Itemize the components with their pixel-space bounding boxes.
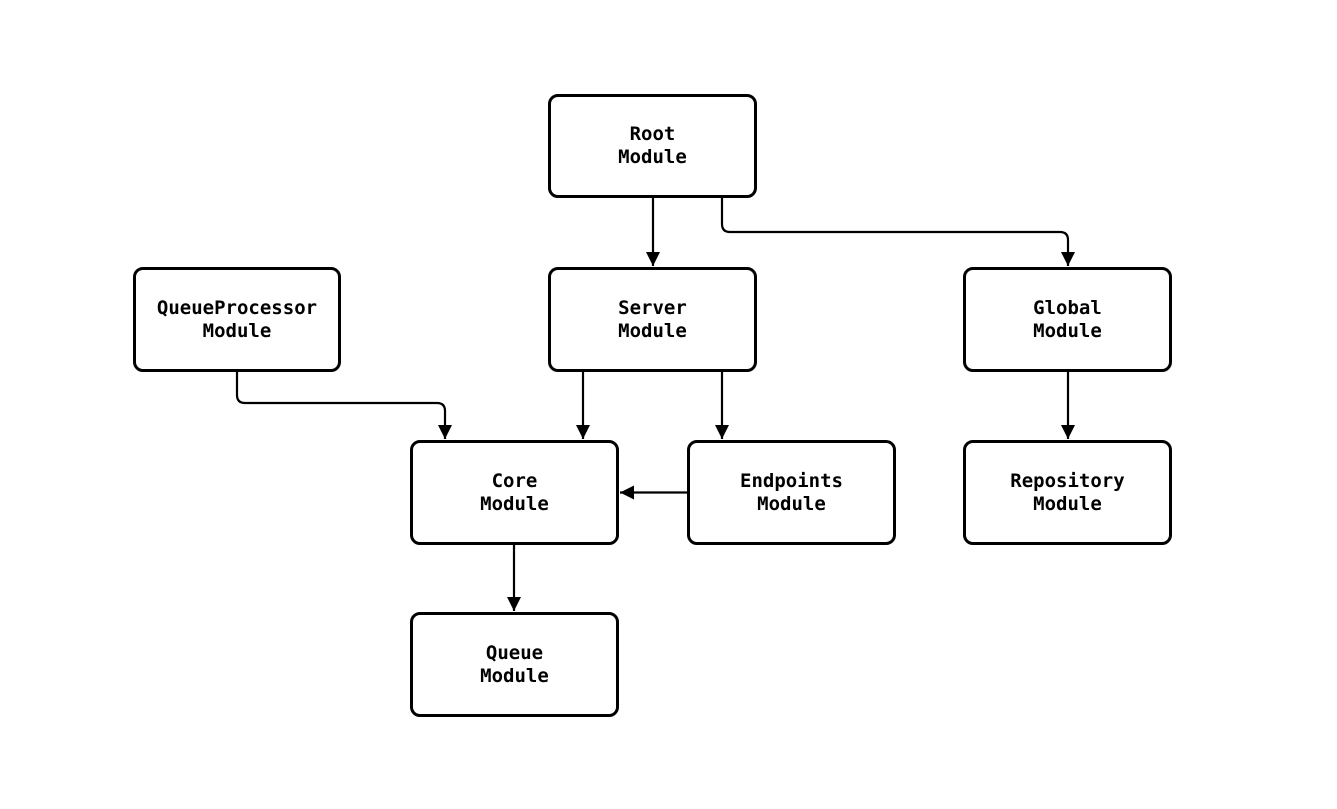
node-server-module: Server Module xyxy=(548,267,757,372)
node-root-module-label-line2: Module xyxy=(618,146,687,168)
node-queue-module-label-line2: Module xyxy=(480,664,549,687)
node-queueprocessor-module-label-line1: QueueProcessor xyxy=(156,296,318,319)
edge-queueprocessor-to-core xyxy=(235,372,452,439)
node-endpoints-module: Endpoints Module xyxy=(687,440,896,545)
node-core-module: Core Module xyxy=(410,440,619,545)
edge-root-to-global xyxy=(720,198,1075,266)
node-global-module: Global Module xyxy=(963,267,1172,372)
node-queue-module-label-line1: Queue xyxy=(485,641,544,664)
node-queueprocessor-module: QueueProcessor Module xyxy=(133,267,341,372)
node-core-module-label-line1: Core xyxy=(491,469,538,492)
node-endpoints-module-label-line1: Endpoints xyxy=(740,469,843,492)
node-queueprocessor-module-label-line2: Module xyxy=(202,319,272,342)
node-server-module-label-line2: Module xyxy=(618,319,687,342)
node-repository-module: Repository Module xyxy=(963,440,1172,545)
node-global-module-label-line1: Global xyxy=(1033,296,1102,319)
node-root-module: Root Module xyxy=(548,94,757,198)
node-repository-module-label-line1: Repository xyxy=(1010,469,1125,492)
node-repository-module-label-line2: Module xyxy=(1033,492,1102,515)
node-core-module-label-line2: Module xyxy=(480,492,549,515)
node-queue-module: Queue Module xyxy=(410,612,619,717)
node-root-module-label-line1: Root xyxy=(629,123,676,145)
node-global-module-label-line2: Module xyxy=(1033,319,1102,342)
node-server-module-label-line1: Server xyxy=(618,296,687,319)
node-endpoints-module-label-line2: Module xyxy=(757,492,826,515)
